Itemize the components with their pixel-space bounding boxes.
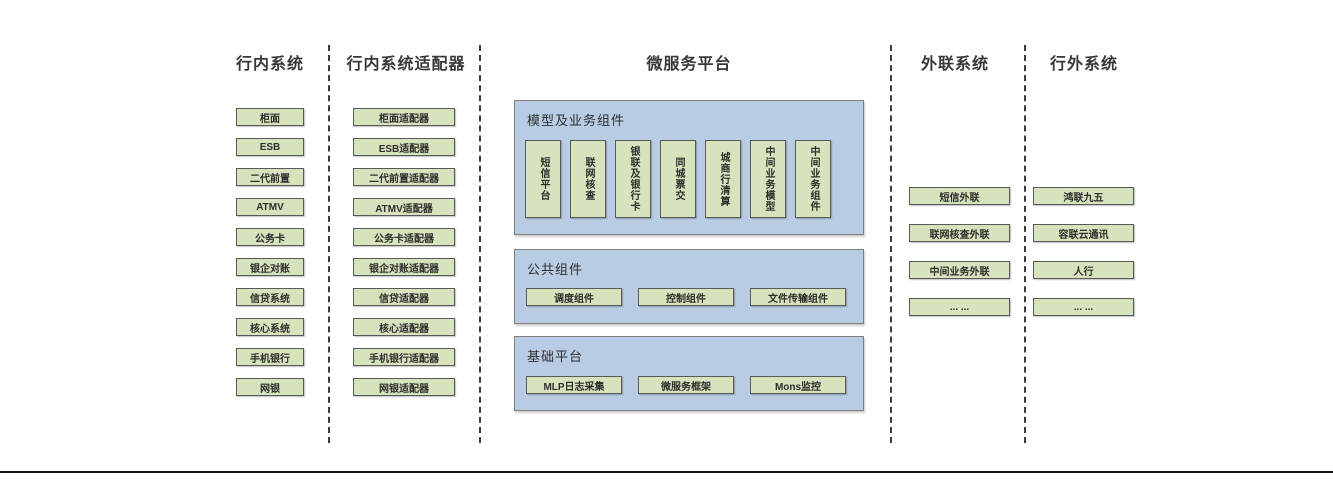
model-components-list: 短信平台联网核查银联及银行卡同城票交城商行清算中间业务模型中间业务组件 xyxy=(525,140,831,218)
system-node: 公务卡 xyxy=(236,228,304,246)
component-node: 微服务框架 xyxy=(638,376,734,394)
component-node: 控制组件 xyxy=(638,288,734,306)
system-node: 网银 xyxy=(236,378,304,396)
component-node: 中间业务组件 xyxy=(795,140,831,218)
system-node: ESB xyxy=(236,138,304,156)
header-external-link-systems: 外联系统 xyxy=(920,56,989,73)
adapter-node: 网银适配器 xyxy=(353,378,455,396)
component-node: 同城票交 xyxy=(660,140,696,218)
component-node: 城商行清算 xyxy=(705,140,741,218)
panel-title: 模型及业务组件 xyxy=(527,113,626,128)
common-components-list: 调度组件控制组件文件传输组件 xyxy=(526,288,846,306)
component-node: 短信平台 xyxy=(525,140,561,218)
adapter-node: 柜面适配器 xyxy=(353,108,455,126)
component-node: 调度组件 xyxy=(526,288,622,306)
outside-node: 鸿联九五 xyxy=(1033,187,1134,205)
divider-4 xyxy=(1024,45,1026,443)
panel-model-business-components: 模型及业务组件 短信平台联网核查银联及银行卡同城票交城商行清算中间业务模型中间业… xyxy=(514,100,864,235)
panel-base-platform: 基础平台 MLP日志采集微服务框架 Mons监控 xyxy=(514,336,864,411)
header-microservice-platform: 微服务平台 xyxy=(646,56,732,73)
component-node: 联网核查 xyxy=(570,140,606,218)
adapter-node: ATMV适配器 xyxy=(353,198,455,216)
divider-1 xyxy=(328,45,330,443)
outside-node: 容联云通讯 xyxy=(1033,224,1134,242)
divider-3 xyxy=(890,45,892,443)
adapter-node: 银企对账适配器 xyxy=(353,258,455,276)
component-node: MLP日志采集 xyxy=(526,376,622,394)
component-node: 银联及银行卡 xyxy=(615,140,651,218)
component-node: Mons监控 xyxy=(750,376,846,394)
component-node: 中间业务模型 xyxy=(750,140,786,218)
component-node: 文件传输组件 xyxy=(750,288,846,306)
system-node: ATMV xyxy=(236,198,304,216)
header-internal-systems: 行内系统 xyxy=(235,56,304,73)
external-node: 中间业务外联 xyxy=(909,261,1010,279)
adapter-node: 信贷适配器 xyxy=(353,288,455,306)
outside-node: ... ... xyxy=(1033,298,1134,316)
outside-systems-list: 鸿联九五容联云通讯人行 ... ... xyxy=(1033,187,1134,316)
adapter-node: 手机银行适配器 xyxy=(353,348,455,366)
header-outside-systems: 行外系统 xyxy=(1049,56,1118,73)
system-node: 手机银行 xyxy=(236,348,304,366)
header-internal-adapters: 行内系统适配器 xyxy=(346,56,466,73)
divider-2 xyxy=(479,45,481,443)
internal-systems-list: 柜面 ESB 二代前置 ATMV 公务卡银企对账信贷系统核心系统手机银行网银 xyxy=(236,108,304,396)
system-node: 信贷系统 xyxy=(236,288,304,306)
panel-title: 基础平台 xyxy=(527,349,584,364)
system-node: 核心系统 xyxy=(236,318,304,336)
system-node: 银企对账 xyxy=(236,258,304,276)
external-node: 联网核查外联 xyxy=(909,224,1010,242)
panel-common-components: 公共组件 调度组件控制组件文件传输组件 xyxy=(514,249,864,324)
internal-adapters-list: 柜面适配器 ESB适配器二代前置适配器 ATMV适配器公务卡适配器银企对账适配器信贷… xyxy=(353,108,455,396)
external-node: 短信外联 xyxy=(909,187,1010,205)
outside-node: 人行 xyxy=(1033,261,1134,279)
base-platform-list: MLP日志采集微服务框架 Mons监控 xyxy=(526,376,846,394)
external-node: ... ... xyxy=(909,298,1010,316)
adapter-node: 公务卡适配器 xyxy=(353,228,455,246)
system-node: 柜面 xyxy=(236,108,304,126)
system-node: 二代前置 xyxy=(236,168,304,186)
bottom-rule xyxy=(0,471,1333,473)
external-link-list: 短信外联联网核查外联中间业务外联 ... ... xyxy=(909,187,1010,316)
adapter-node: 二代前置适配器 xyxy=(353,168,455,186)
adapter-node: 核心适配器 xyxy=(353,318,455,336)
panel-title: 公共组件 xyxy=(527,262,584,277)
adapter-node: ESB适配器 xyxy=(353,138,455,156)
